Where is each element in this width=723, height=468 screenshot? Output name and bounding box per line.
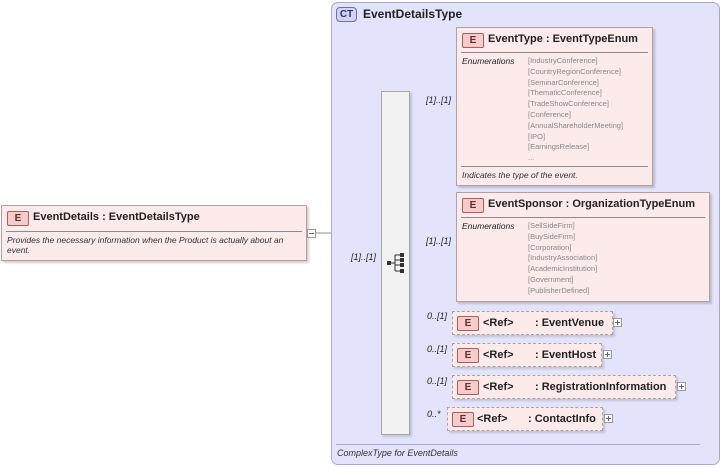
element-title: : EventVenue — [535, 317, 605, 329]
expand-icon[interactable] — [677, 382, 686, 391]
enum-value: [AnnualShareholderMeeting] — [528, 120, 624, 130]
element-badge: E — [7, 211, 29, 226]
enum-value: [EarningsRelease] — [528, 142, 590, 152]
element-title: : ContactInfo — [528, 413, 596, 425]
complex-type-badge: CT — [336, 7, 357, 22]
element-separator — [461, 52, 648, 53]
ref-label: <Ref> — [477, 413, 508, 425]
enumeration-list: [IndustryConference] [CountryRegionConfe… — [528, 56, 623, 164]
enum-value: [Conference] — [528, 109, 571, 119]
enum-value: [IPO] — [528, 131, 546, 141]
element-event-type[interactable]: E EventType : EventTypeEnum Enumerations… — [456, 27, 653, 186]
event-type-cardinality: [1]..[1] — [426, 95, 452, 105]
expand-icon[interactable] — [604, 414, 613, 423]
expand-icon[interactable] — [603, 350, 612, 359]
element-badge: E — [452, 412, 474, 427]
expand-icon[interactable] — [613, 318, 622, 327]
element-event-venue[interactable]: E <Ref> : EventVenue — [452, 311, 613, 335]
event-venue-cardinality: 0..[1] — [427, 311, 448, 321]
element-event-details[interactable]: E EventDetails : EventDetailsType Provid… — [1, 205, 307, 261]
enum-value: [SellSideFirm] — [528, 221, 575, 230]
element-title: EventSponsor : OrganizationTypeEnum — [488, 198, 695, 210]
element-badge: E — [457, 348, 479, 363]
collapse-icon[interactable] — [307, 229, 316, 238]
complex-type-title: EventDetailsType — [363, 7, 463, 21]
element-title: EventType : EventTypeEnum — [488, 33, 638, 45]
element-title: EventDetails : EventDetailsType — [33, 211, 200, 223]
element-badge: E — [457, 380, 479, 395]
ref-label: <Ref> — [483, 317, 514, 329]
enum-value: [Government] — [528, 274, 574, 284]
registration-information-cardinality: 0..[1] — [427, 376, 448, 386]
event-sponsor-cardinality: [1]..[1] — [426, 236, 452, 246]
enum-value: [PublisherDefined] — [528, 285, 590, 295]
element-registration-information[interactable]: E <Ref> : RegistrationInformation — [452, 375, 676, 399]
ref-label: <Ref> — [483, 349, 514, 361]
enum-value: [BuySideFirm] — [528, 231, 576, 241]
element-badge: E — [462, 198, 484, 213]
event-host-cardinality: 0..[1] — [427, 344, 448, 354]
enumerations-label: Enumerations — [462, 56, 515, 66]
element-contact-info[interactable]: E <Ref> : ContactInfo — [447, 407, 603, 431]
element-badge: E — [462, 33, 484, 48]
root-cardinality: [1]..[1] — [351, 252, 377, 262]
sequence-icon — [387, 253, 404, 273]
element-title: : RegistrationInformation — [535, 381, 667, 393]
enumeration-list: [SellSideFirm] [BuySideFirm] [Corporatio… — [528, 221, 597, 297]
enum-value: [SeminarConference] — [528, 77, 599, 87]
enum-value: [TradeShowConference] — [528, 99, 610, 109]
contact-info-cardinality: 0..* — [427, 409, 441, 419]
element-separator — [6, 231, 302, 232]
element-event-host[interactable]: E <Ref> : EventHost — [452, 343, 602, 367]
enumerations-label: Enumerations — [462, 221, 515, 231]
element-badge: E — [457, 316, 479, 331]
element-description: Indicates the type of the event. — [462, 170, 578, 180]
element-title: : EventHost — [535, 349, 597, 361]
enum-value: [AcademicInstitution] — [528, 264, 598, 274]
enum-value: [IndustryAssociation] — [528, 253, 598, 263]
complex-type-description: ComplexType for EventDetails — [337, 448, 458, 458]
complex-type-footer-separator — [336, 444, 700, 445]
enum-value: [ThematicConference] — [528, 88, 602, 98]
enum-value: [CountryRegionConference] — [528, 66, 621, 76]
element-event-sponsor[interactable]: E EventSponsor : OrganizationTypeEnum En… — [456, 192, 710, 302]
ref-label: <Ref> — [483, 381, 514, 393]
enum-value: [Corporation] — [528, 242, 572, 252]
element-separator — [461, 217, 705, 218]
element-description: Provides the necessary information when … — [7, 235, 284, 255]
enum-value: [IndustryConference] — [528, 56, 598, 65]
enum-value: ... — [528, 153, 535, 163]
element-separator — [461, 166, 648, 167]
